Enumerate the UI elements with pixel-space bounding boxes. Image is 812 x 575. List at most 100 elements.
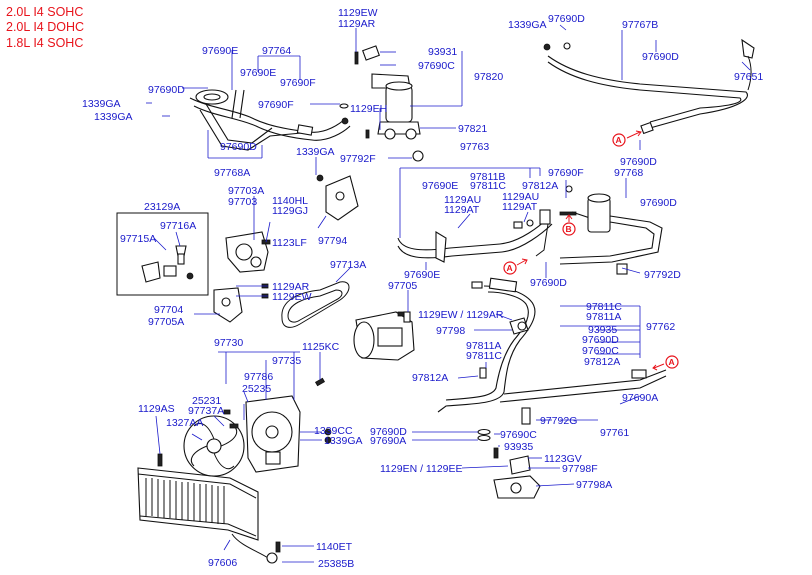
part-1129au: 1129AU [444, 194, 481, 206]
part-1123gv: 1123GV [544, 453, 582, 465]
detail-box-23129a [116, 212, 209, 296]
part-97762: 97762 [646, 321, 675, 333]
part-97690d: 97690D [548, 13, 585, 25]
part-97705: 97705 [388, 280, 417, 292]
part-1140hl: 1140HL [272, 195, 308, 207]
part-97690c: 97690C [582, 345, 619, 357]
part-1339ga: 1339GA [82, 98, 121, 110]
part-97812a: 97812A [584, 356, 620, 368]
leader-lines [146, 24, 751, 563]
part-25231: 25231 [192, 395, 221, 407]
part-97690d: 97690D [642, 51, 679, 63]
part-97690e: 97690E [422, 180, 458, 192]
part-97811a: 97811A [466, 340, 501, 352]
suction-hose-assembly [189, 89, 351, 151]
part-97690d: 97690D [370, 426, 407, 438]
part-23129a: 23129A [144, 201, 180, 213]
marker-b: B [562, 214, 576, 236]
part-97690d: 97690D [148, 84, 185, 96]
engine-label-3: 1.8L I4 SOHC [6, 36, 83, 50]
part-97690f: 97690F [548, 167, 584, 179]
part-97792d: 97792D [644, 269, 681, 281]
part-25235: 25235 [242, 383, 271, 395]
drive-belt [281, 281, 350, 328]
part-1129ew-top: 1129EW [338, 7, 378, 19]
part-97798: 97798 [436, 325, 465, 337]
liquid-hose-center [397, 209, 553, 263]
part-1129au: 1129AU [502, 191, 539, 203]
part-97794: 97794 [318, 235, 347, 247]
part-97690e: 97690E [202, 45, 238, 57]
part-97768a: 97768A [214, 167, 250, 179]
part-97690d: 97690D [620, 156, 657, 168]
discharge-line-top [543, 38, 755, 135]
part-97786: 97786 [244, 371, 273, 383]
part-97690c: 97690C [500, 429, 537, 441]
part-97798f: 97798F [562, 463, 598, 475]
compressor [353, 311, 415, 361]
condenser-fins [145, 478, 225, 524]
part-97798a: 97798A [576, 479, 612, 491]
part-97735: 97735 [272, 355, 301, 367]
part-1129gj: 1129GJ [272, 205, 308, 217]
part-97820: 97820 [474, 71, 503, 83]
part-97690e: 97690E [240, 67, 276, 79]
part-97690d: 97690D [530, 277, 567, 289]
mounting-bracket-97794 [316, 174, 359, 221]
part-1129en-1129ee: 1129EN / 1129EE [380, 463, 463, 475]
part-1339ga: 1339GA [508, 19, 547, 31]
part-97812a: 97812A [522, 180, 558, 192]
svg-text:A: A [616, 135, 622, 145]
part-97792g: 97792G [540, 415, 577, 427]
fan-assembly [183, 377, 332, 477]
small-fittings [403, 263, 628, 499]
svg-text:A: A [669, 357, 675, 367]
part-97651: 97651 [734, 71, 763, 83]
part-1129at: 1129AT [502, 201, 538, 213]
svg-text:B: B [566, 224, 572, 234]
marker-a-3: A [652, 355, 679, 371]
part-1339ga: 1339GA [296, 146, 335, 158]
part-1123lf: 1123LF [272, 237, 307, 249]
part-97792f: 97792F [340, 153, 376, 165]
part-93935: 93935 [504, 441, 533, 453]
marker-a-1: A [612, 130, 642, 147]
engine-label-1: 2.0L I4 SOHC [6, 5, 83, 19]
engine-label-2: 2.0L I4 DOHC [6, 20, 84, 34]
part-97715a: 97715A [120, 233, 156, 245]
part-25385b: 25385B [318, 558, 354, 570]
part-97767b: 97767B [622, 19, 658, 31]
part-1129eh: 1129EH [350, 103, 387, 115]
part-97764: 97764 [262, 45, 291, 57]
part-97690d: 97690D [220, 141, 257, 153]
part-97811c: 97811C [466, 350, 502, 362]
part-97705a: 97705A [148, 316, 184, 328]
part-93935: 93935 [588, 324, 617, 336]
part-97704: 97704 [154, 304, 183, 316]
part-1129as: 1129AS [138, 403, 175, 415]
part-1339cc: 1339CC [314, 425, 353, 437]
discharge-hose-97690a [437, 277, 667, 425]
part-97703: 97703 [228, 196, 257, 208]
svg-text:A: A [507, 263, 513, 273]
part-97606: 97606 [208, 557, 237, 569]
compressor-bracket [213, 231, 271, 323]
part-1339ga: 1339GA [94, 111, 133, 123]
part-1129ew: 1129EW [272, 291, 312, 303]
part-97821: 97821 [458, 123, 487, 135]
part-1129at: 1129AT [444, 204, 480, 216]
part-93931: 93931 [428, 46, 457, 58]
part-97730: 97730 [214, 337, 243, 349]
part-97811a: 97811A [586, 311, 621, 323]
part-97737a: 97737A [188, 405, 224, 417]
part-97763: 97763 [460, 141, 489, 153]
part-1125kc: 1125KC [302, 341, 340, 353]
part-97768: 97768 [614, 167, 643, 179]
marker-a-2: A [503, 258, 528, 275]
part-97713a: 97713A [330, 259, 366, 271]
part-1129ar: 1129AR [272, 281, 310, 293]
part-1339ga: 1339GA [324, 435, 363, 447]
part-97811c: 97811C [470, 180, 506, 192]
part-97761: 97761 [600, 427, 629, 439]
